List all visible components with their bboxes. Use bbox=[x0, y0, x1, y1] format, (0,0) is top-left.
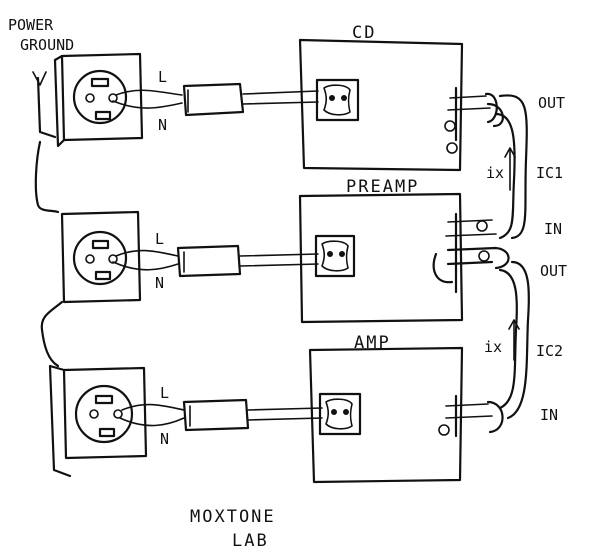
power-cord-1 bbox=[112, 82, 319, 117]
preamp-unit bbox=[298, 192, 464, 324]
preamp-jacks bbox=[432, 212, 510, 294]
amp-label: AMP bbox=[354, 333, 391, 353]
ground-label: GROUND bbox=[20, 36, 74, 54]
outlet-3-line-label: L bbox=[160, 384, 169, 402]
preamp-in-label: IN bbox=[544, 220, 562, 238]
ground-wire-lower bbox=[40, 300, 64, 368]
amp-unit bbox=[308, 346, 464, 484]
preamp-out-label: OUT bbox=[540, 262, 567, 280]
outlet-3 bbox=[48, 364, 148, 478]
outlet-2 bbox=[60, 210, 142, 304]
preamp-label: PREAMP bbox=[346, 177, 419, 197]
outlet-1 bbox=[53, 52, 144, 148]
ix1-label: ix bbox=[486, 164, 504, 182]
ic2-cable bbox=[498, 260, 530, 420]
cd-out-label: OUT bbox=[538, 94, 565, 112]
ground-wire-upper bbox=[34, 140, 60, 214]
ic1-label: IC1 bbox=[536, 164, 563, 182]
cd-output-jacks bbox=[444, 86, 504, 154]
amp-in-label: IN bbox=[540, 406, 558, 424]
ix2-label: ix bbox=[484, 338, 502, 356]
outlet-2-line-label: L bbox=[155, 230, 164, 248]
brand-line-2: LAB bbox=[232, 531, 269, 551]
ic1-cable bbox=[494, 94, 528, 240]
outlet-1-neutral-label: N bbox=[158, 116, 167, 134]
amp-input-jacks bbox=[438, 394, 504, 438]
power-cord-2 bbox=[112, 244, 319, 278]
cd-unit bbox=[298, 38, 464, 172]
power-cord-3 bbox=[119, 398, 323, 432]
brand-line-1: MOXTONE bbox=[190, 507, 276, 527]
outlet-2-neutral-label: N bbox=[155, 274, 164, 292]
outlet-3-neutral-label: N bbox=[160, 430, 169, 448]
cd-label: CD bbox=[352, 23, 376, 43]
outlet-1-line-label: L bbox=[158, 68, 167, 86]
power-label: POWER bbox=[8, 16, 54, 34]
ic2-label: IC2 bbox=[536, 342, 563, 360]
ground-symbol bbox=[32, 71, 57, 139]
